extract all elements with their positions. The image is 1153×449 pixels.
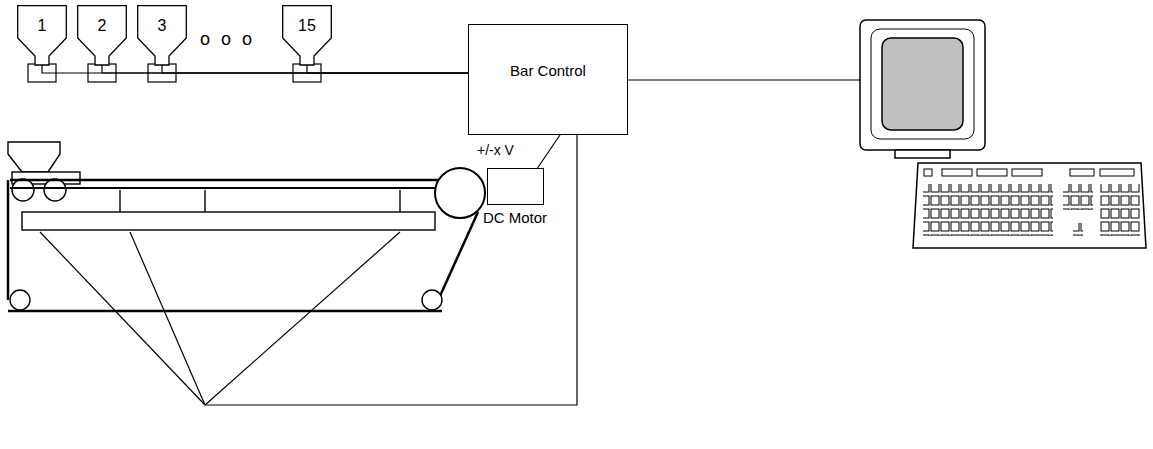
hopper-outline <box>282 5 332 65</box>
screen <box>882 38 963 130</box>
load-cell-wire <box>205 232 400 405</box>
keys <box>923 169 1140 236</box>
hopper-number: 2 <box>98 17 107 35</box>
signal-wire <box>307 65 468 73</box>
hopper-number: 1 <box>38 17 47 35</box>
arrow-key <box>1073 223 1083 236</box>
signal-wire <box>162 65 468 73</box>
box-title: Bar Control <box>510 62 586 79</box>
signal-wire <box>102 65 468 73</box>
drive-roller <box>435 168 485 218</box>
motor-label: DC Motor <box>483 205 547 226</box>
idler-roller <box>422 290 442 310</box>
monitor-bezel <box>871 29 974 139</box>
motor-box: DC Motor <box>474 168 556 226</box>
load-cell-wires <box>40 232 400 405</box>
hopper-shape <box>78 6 127 65</box>
load-cell-wire <box>130 232 205 405</box>
ellipsis-mark: o o o <box>200 29 255 50</box>
belt-tick <box>399 190 400 212</box>
hopper: 15 <box>282 5 332 65</box>
numpad-keys <box>1100 184 1140 236</box>
monitor <box>860 20 985 150</box>
feed-roller <box>44 179 66 201</box>
hopper-number: 3 <box>158 17 167 35</box>
spacer <box>1063 236 1093 237</box>
signal-wire <box>538 135 561 168</box>
voltage-label: +/-x V <box>477 142 514 158</box>
computer-wire <box>628 79 860 80</box>
nav-keys <box>1063 184 1093 210</box>
signal-wire <box>42 65 468 73</box>
hopper-shape <box>18 6 67 65</box>
keyboard <box>913 163 1146 248</box>
belt-top <box>10 187 440 189</box>
key <box>924 169 932 176</box>
motor-housing <box>487 168 544 205</box>
load-cell-wire <box>40 232 205 405</box>
hopper-outline <box>137 5 187 65</box>
belt-top <box>10 179 452 182</box>
monitor-stand <box>895 150 950 158</box>
key <box>942 169 972 176</box>
computer <box>860 20 1146 248</box>
belt-bottom <box>8 310 442 313</box>
feed-hopper <box>8 142 60 172</box>
key <box>1012 169 1042 176</box>
key <box>977 169 1007 176</box>
hopper-number: 15 <box>298 17 316 35</box>
hopper: 2 <box>77 5 127 65</box>
hopper-shape <box>138 6 187 65</box>
hopper: 3 <box>137 5 187 65</box>
hopper: 1 <box>17 5 67 65</box>
belt-side <box>440 212 478 296</box>
feed-roller <box>12 179 34 201</box>
conveyor <box>8 142 485 311</box>
sensor-wire <box>205 135 577 405</box>
belt-tick <box>119 190 120 212</box>
main-keys <box>923 184 1053 236</box>
control-box: Bar Control <box>468 24 628 135</box>
belt-tick <box>204 190 205 212</box>
idler-roller <box>10 290 30 310</box>
hopper-outline <box>77 5 127 65</box>
key <box>1070 169 1094 176</box>
hopper-shape <box>283 6 332 65</box>
weighing-bar <box>22 212 435 230</box>
hopper-outline <box>17 5 67 65</box>
key <box>1100 169 1134 176</box>
belt-side <box>7 180 10 300</box>
